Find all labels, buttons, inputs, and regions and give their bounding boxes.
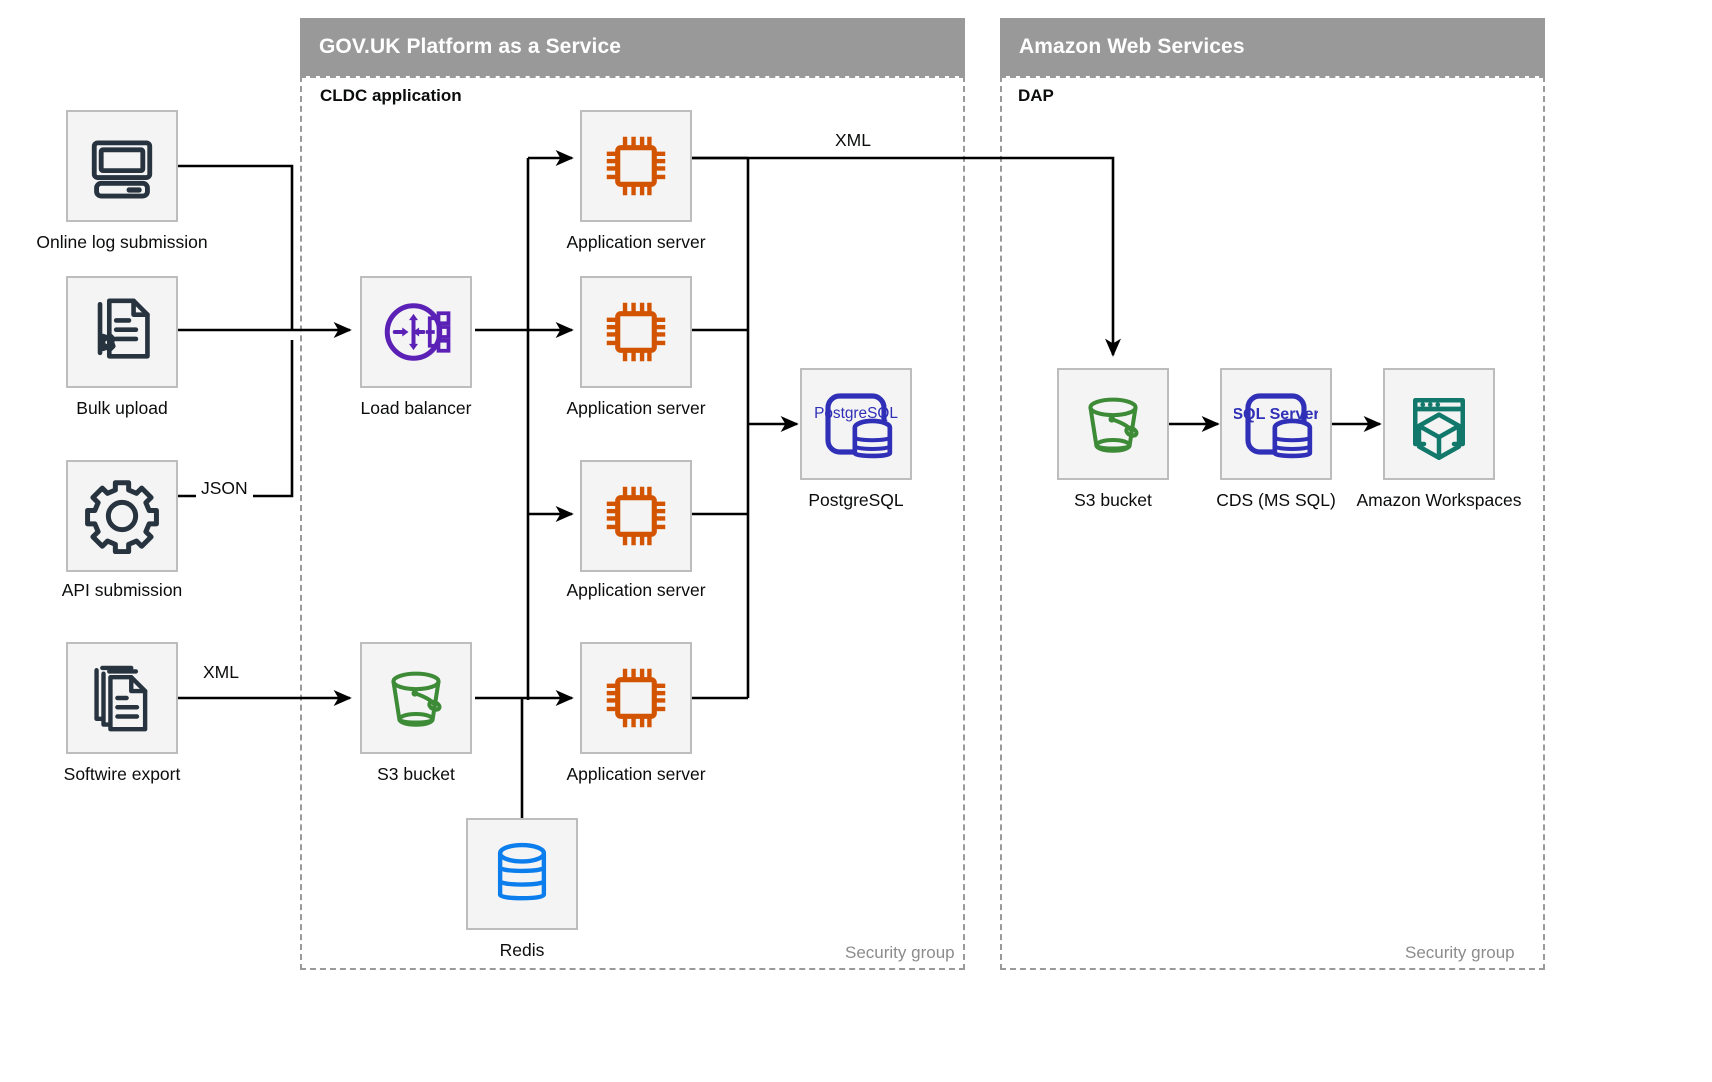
cpu-chip-icon [606, 302, 666, 362]
security-group-label-aws: Security group [1405, 943, 1515, 962]
cpu-chip-icon [606, 668, 666, 728]
workspaces-cube-icon [1413, 398, 1465, 460]
node-label-online-log-submission: Online log submission [36, 232, 208, 252]
node-softwire-export[interactable] [66, 642, 178, 754]
cpu-chip-icon [606, 136, 666, 196]
postgresql-icon: PostgreSQL [814, 393, 898, 459]
bucket-icon [1088, 397, 1139, 453]
node-load-balancer[interactable] [360, 276, 472, 388]
database-cylinder-icon [497, 842, 547, 901]
gear-icon [85, 480, 159, 554]
postgresql-icon-text: PostgreSQL [814, 405, 898, 422]
stacked-documents-icon [94, 665, 148, 732]
group-title-aws: Amazon Web Services [1019, 35, 1245, 58]
node-redis[interactable] [466, 818, 578, 930]
group-title-paas: GOV.UK Platform as a Service [319, 35, 621, 58]
node-app-server-4[interactable] [580, 642, 692, 754]
node-app-server-2[interactable] [580, 276, 692, 388]
node-label-app-server-4: Application server [566, 764, 706, 784]
subgroup-label-dap: DAP [1018, 86, 1054, 105]
node-label-cds-ms-sql: CDS (MS SQL) [1216, 490, 1336, 510]
cpu-chip-icon [606, 486, 666, 546]
node-app-server-1[interactable] [580, 110, 692, 222]
node-label-softwire-export: Softwire export [63, 764, 181, 784]
node-label-aws-s3-bucket: S3 bucket [1074, 490, 1152, 510]
node-postgresql[interactable]: PostgreSQL [800, 368, 912, 480]
node-online-log-submission[interactable] [66, 110, 178, 222]
node-api-submission[interactable] [66, 460, 178, 572]
node-label-bulk-upload: Bulk upload [76, 398, 168, 418]
node-label-paas-s3-bucket: S3 bucket [377, 764, 455, 784]
node-paas-s3-bucket[interactable] [360, 642, 472, 754]
node-bulk-upload[interactable] [66, 276, 178, 388]
desktop-computer-icon [91, 140, 153, 199]
group-header-paas: GOV.UK Platform as a Service [300, 18, 965, 76]
node-aws-s3-bucket[interactable] [1057, 368, 1169, 480]
node-label-app-server-1: Application server [566, 232, 706, 252]
sql-server-icon-text: SQL Server [1234, 405, 1318, 423]
node-label-redis: Redis [499, 940, 545, 960]
load-balancer-icon [384, 303, 451, 361]
security-group-aws [1000, 76, 1545, 970]
node-cds-ms-sql[interactable]: SQL Server [1220, 368, 1332, 480]
security-group-label-paas: Security group [845, 943, 955, 962]
group-header-aws: Amazon Web Services [1000, 18, 1545, 76]
node-label-app-server-3: Application server [566, 580, 706, 600]
node-label-api-submission: API submission [61, 580, 183, 600]
node-amazon-workspaces[interactable] [1383, 368, 1495, 480]
subgroup-label-cldc: CLDC application [320, 86, 462, 105]
edge-label-xml-appserver: XML [830, 130, 876, 151]
node-label-app-server-2: Application server [566, 398, 706, 418]
edge-label-xml-softwire: XML [198, 662, 244, 683]
document-gear-icon [97, 298, 150, 359]
sql-server-icon: SQL Server [1234, 393, 1318, 459]
bucket-icon [391, 671, 442, 727]
security-group-paas [300, 76, 965, 970]
edge-label-json: JSON [196, 478, 253, 499]
node-label-amazon-workspaces: Amazon Workspaces [1356, 490, 1522, 510]
node-label-postgresql: PostgreSQL [808, 490, 904, 510]
node-app-server-3[interactable] [580, 460, 692, 572]
node-label-load-balancer: Load balancer [360, 398, 472, 418]
